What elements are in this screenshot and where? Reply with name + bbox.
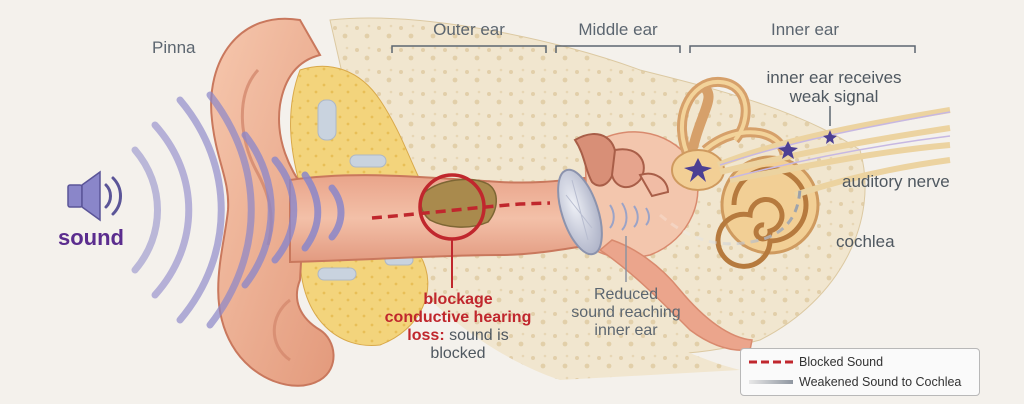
blocked-sound-path	[371, 201, 551, 220]
reduced-line2: sound reaching	[571, 304, 681, 321]
legend-row-blocked: Blocked Sound	[749, 355, 883, 369]
middle-ear-label: Middle ear	[578, 20, 658, 39]
reduced-line3: inner ear	[594, 322, 658, 339]
pinna-label: Pinna	[152, 38, 196, 57]
loss-label: loss:	[407, 327, 445, 344]
legend-weakened-swatch	[749, 380, 793, 384]
weakened-sound-path	[659, 184, 802, 246]
outer-ear-label: Outer ear	[433, 20, 505, 39]
auditory-nerve	[716, 107, 951, 198]
blockage-title: blockage	[423, 291, 493, 308]
sound-label: sound	[58, 225, 124, 250]
blocked-label: blocked	[430, 345, 486, 362]
eustachian-tube	[598, 239, 753, 352]
pinna-fold-2	[272, 298, 291, 362]
sound-is-label: sound is	[449, 327, 509, 344]
cochlea-label: cochlea	[836, 232, 895, 251]
legend-weakened-label: Weakened Sound to Cochlea	[799, 375, 962, 389]
conductive-line: conductive hearing	[384, 309, 532, 326]
inner-receives-label-line1: inner ear receives	[766, 68, 902, 87]
inner-receives-label-line2: weak signal	[789, 87, 879, 106]
cochlea-icon	[715, 155, 820, 269]
legend: Blocked Sound Weakened Sound to Cochlea	[740, 348, 980, 396]
section-brackets	[391, 45, 916, 53]
reduced-line1: Reduced	[593, 286, 659, 303]
inner-ear-label: Inner ear	[770, 20, 840, 39]
speaker-icon	[67, 170, 122, 222]
bone-lower	[420, 250, 740, 380]
middle-ear-weak-waves	[609, 202, 650, 231]
cartilage-upper	[290, 65, 421, 186]
legend-blocked-label: Blocked Sound	[799, 355, 884, 369]
blockage-caption: blockage conductive hearing loss: sound …	[385, 291, 532, 363]
ossicles-icon	[573, 133, 670, 198]
incoming-sound-waves	[131, 91, 345, 329]
legend-blocked-swatch	[749, 360, 793, 364]
auditory-nerve-label: auditory nerve	[842, 172, 950, 191]
legend-row-weakened: Weakened Sound to Cochlea	[749, 375, 961, 389]
